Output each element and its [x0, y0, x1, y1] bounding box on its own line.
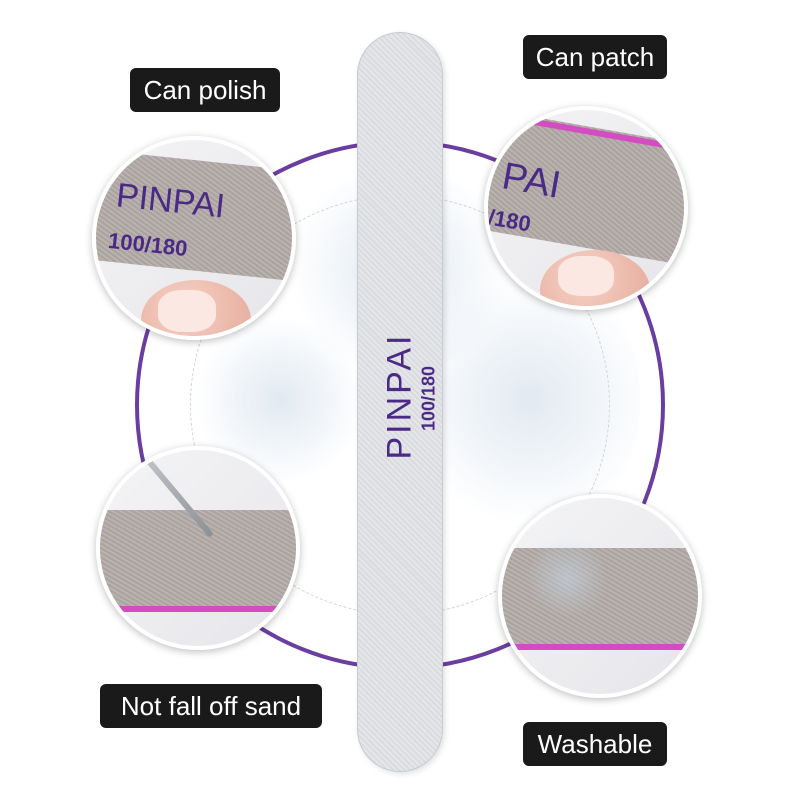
file-grit-text: 100/180 [418, 365, 439, 432]
label-not-fall-off-sand: Not fall off sand [100, 684, 322, 728]
water-drop [522, 538, 612, 618]
closeup-sand [96, 446, 300, 650]
file-brand-text: PINPAI [380, 332, 419, 460]
fingernail [158, 290, 216, 332]
label-can-polish: Can polish [130, 68, 280, 112]
closeup-patch: PAI /180 [484, 106, 688, 310]
nail-file [357, 32, 443, 772]
file-pad [100, 510, 296, 610]
label-can-patch: Can patch [523, 35, 667, 79]
closeup-polish: PINPAI 100/180 [92, 136, 296, 340]
label-washable: Washable [523, 722, 667, 766]
fingernail [558, 256, 614, 296]
pink-edge [502, 644, 698, 650]
closeup-washable [498, 494, 702, 698]
pink-edge [100, 606, 296, 612]
